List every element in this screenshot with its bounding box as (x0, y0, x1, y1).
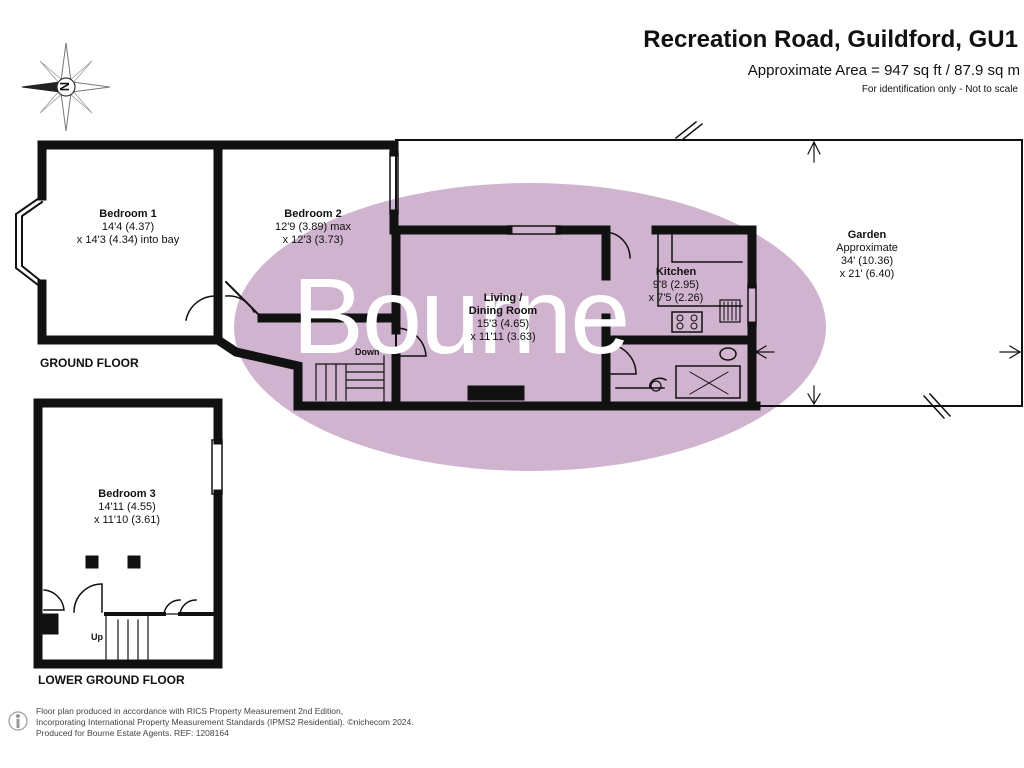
room-dim: 12'9 (3.89) max (274, 221, 352, 233)
room-dim: 14'11 (4.55) (98, 501, 156, 513)
room-dim: x 11'10 (3.61) (93, 514, 161, 526)
property-title: Recreation Road, Guildford, GU1 (643, 26, 1018, 53)
room-dim: x 7'5 (2.26) (648, 292, 704, 304)
room-label-kitchen: Kitchen 9'8 (2.95) x 7'5 (2.26) (649, 266, 704, 305)
room-dim: 15'3 (4.65) (476, 318, 530, 330)
room-name: Bedroom 3 (98, 488, 156, 500)
ground-floor-label: GROUND FLOOR (40, 356, 139, 370)
room-dim: x 11'11 (3.63) (470, 331, 536, 343)
watermark-text: Bourne (292, 255, 630, 376)
hallway-walls (211, 333, 303, 411)
compass-icon (21, 42, 111, 132)
room-name: Bedroom 2 (284, 208, 342, 220)
approximate-area: Approximate Area = 947 sq ft / 87.9 sq m (747, 62, 1020, 79)
room-dim: x 14'3 (4.34) into bay (76, 234, 180, 246)
person-icon (8, 711, 28, 731)
bay-window (15, 194, 44, 290)
room-name: Bedroom 1 (99, 208, 157, 220)
room-label-bedroom2: Bedroom 2 12'9 (3.89) max x 12'3 (3.73) (275, 208, 351, 247)
room-label-garden: Garden Approximate 34' (10.36) x 21' (6.… (836, 229, 898, 281)
stairs-up-label: Up (91, 632, 103, 642)
room-name: Kitchen (655, 266, 697, 278)
room-dim: 14'4 (4.37) (101, 221, 155, 233)
footer-line: Incorporating International Property Mea… (36, 717, 414, 727)
room-dim: 9'8 (2.95) (652, 279, 700, 291)
footer-line: Produced for Bourne Estate Agents. REF: … (36, 728, 229, 738)
bedroom2-walls (213, 140, 401, 323)
room-dim: 34' (10.36) (840, 255, 894, 267)
room-dim: x 21' (6.40) (839, 268, 895, 280)
room-label-bedroom3: Bedroom 3 14'11 (4.55) x 11'10 (3.61) (94, 488, 160, 527)
living-room-walls (293, 225, 761, 411)
stairs-up (105, 613, 219, 661)
stairs-down (315, 363, 385, 401)
watermark-ellipse (234, 183, 826, 471)
room-label-bedroom1: Bedroom 1 14'4 (4.37) x 14'3 (4.34) into… (77, 208, 179, 247)
room-name: Living / (483, 292, 523, 304)
room-name: Garden (847, 229, 887, 241)
footer-line: Floor plan produced in accordance with R… (36, 706, 344, 716)
room-dim: Approximate (836, 242, 898, 254)
kitchen-walls (601, 225, 757, 411)
room-label-living: Living / Dining Room 15'3 (4.65) x 11'11… (469, 292, 537, 344)
footer-disclaimer: Floor plan produced in accordance with R… (36, 706, 414, 739)
bedroom3-walls (33, 398, 223, 669)
lower-ground-floor-label: LOWER GROUND FLOOR (38, 673, 185, 687)
room-dim: x 12'3 (3.73) (282, 234, 344, 246)
room-name: Dining Room (468, 305, 538, 317)
identification-note: For identification only - Not to scale (861, 84, 1018, 95)
compass-north-label: N (57, 81, 73, 92)
stairs-down-label: Down (355, 347, 380, 357)
